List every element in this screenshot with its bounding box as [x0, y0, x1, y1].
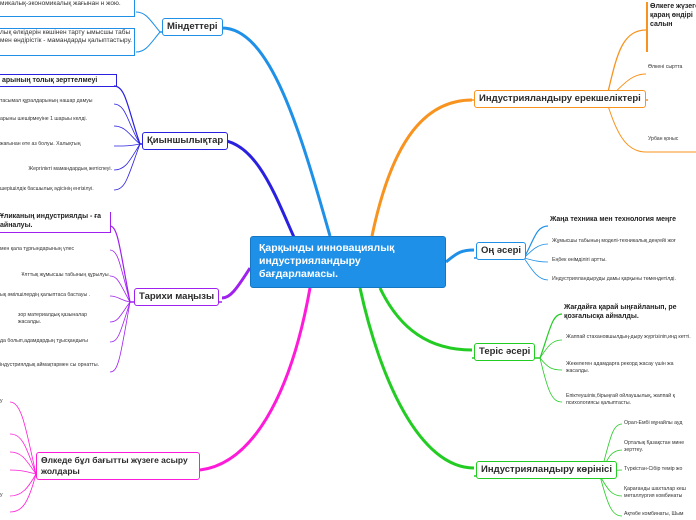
topic-features[interactable]: Индустрияландыру ерекшеліктері	[474, 90, 646, 108]
history-item-2[interactable]: мен қала тұрғындарының үлес	[0, 246, 75, 252]
history-item-3[interactable]: Ұлттық жұмысшы табының құрылуы.	[21, 272, 110, 278]
positive-item-4[interactable]: Индустрияландыруды дамы қарқыны төмендет…	[552, 276, 676, 282]
difficulty-item-6[interactable]: шерішілдік басшылық әдісінің енгізілуі.	[0, 186, 94, 192]
direction-item-6[interactable]: у	[0, 492, 3, 498]
history-item-4[interactable]: ық әмілшілердің қалыптаса бастауы .	[0, 292, 91, 298]
history-item-6[interactable]: да болып,адамдардың тұысқандығы	[0, 338, 88, 344]
connector-history	[221, 267, 252, 300]
history-item-5[interactable]: зор материалдық қазыналар жасалды.	[18, 312, 87, 325]
difficulty-item-3[interactable]: арыны шешірмеуіне 1 шарыы келді.	[0, 116, 87, 122]
direction-item-1[interactable]: у	[0, 398, 3, 404]
topic-tasks[interactable]: Міндеттері	[162, 18, 223, 36]
topic-negative[interactable]: Теріс әсері	[474, 343, 536, 361]
connector-negative	[378, 287, 473, 352]
negative-item-3[interactable]: Жекелеген адамдарға рекорд жасау үшін жа…	[566, 361, 674, 374]
history-item-7[interactable]: індустриялдық аймақтармен сы орнатты.	[0, 362, 100, 368]
map-item-4[interactable]: Қарағанды шахталар кеш металлургия комби…	[624, 486, 686, 499]
feature-item-2[interactable]: Өлкені сыртта	[648, 64, 683, 70]
topic-map[interactable]: Индустрияландыру көрінісі	[476, 461, 617, 479]
history-item-1[interactable]: Ұликаның индустриялды - ға айналуы.	[0, 212, 111, 233]
connector-positive	[445, 248, 475, 264]
map-item-3[interactable]: Түркістан-Сібір темір жо	[624, 466, 683, 472]
feature-item-1[interactable]: Өлкеге жүзеге қараң өндірі салын	[646, 2, 696, 52]
map-item-1[interactable]: Орал-Ембі мұнайлы ауд	[624, 420, 683, 426]
topic-positive[interactable]: Оң әсері	[476, 242, 527, 260]
difficulty-item-1[interactable]: арының толық зерттелмеуі	[0, 74, 117, 87]
negative-item-2[interactable]: Жаппай стахановшылдың-дыру жүргізіліп,ин…	[566, 334, 691, 340]
map-item-5[interactable]: Ақтөбе комбинаты, Шым	[624, 511, 684, 517]
connector-features	[370, 98, 473, 237]
positive-item-2[interactable]: Жұмысшы табының моделі-техникалық деңгей…	[552, 238, 676, 244]
task-item-1[interactable]: микалық-экономикалық жағынан н жою.	[0, 0, 135, 17]
difficulty-item-4[interactable]: жағынан өте аз болуы. Халықтың	[0, 141, 81, 147]
negative-item-1[interactable]: Жағдайға қарай ыңғайланып, ре қозғалысқа…	[564, 304, 677, 320]
positive-item-3[interactable]: Еңбек өнімділігі артты.	[552, 257, 607, 263]
task-item-2[interactable]: лық өлкідерін көшінен тарту ымысшы табы …	[0, 28, 135, 56]
negative-item-4[interactable]: Епіктеушілік,бірыңғай ойлаушылық, жаппай…	[566, 393, 675, 406]
central-topic[interactable]: Қарқынды инновациялық индустрияландыру б…	[250, 236, 446, 288]
connector-directions	[199, 287, 312, 472]
connector-tasks	[221, 26, 332, 237]
connector-map	[358, 287, 475, 470]
difficulty-item-2[interactable]: тасымал құралдарының нашар дамуы	[0, 98, 93, 104]
difficulty-item-5[interactable]: Жергілікті мамандардың жетіспеуі.	[28, 166, 112, 172]
connector-difficulties	[217, 138, 302, 251]
topic-directions[interactable]: Өлкеде бұл бағытты жүзеге асыру жолдары	[36, 452, 200, 480]
positive-item-1[interactable]: Жаңа техника мен технология меңге	[550, 216, 677, 223]
topic-history[interactable]: Тарихи маңызы	[134, 288, 220, 306]
feature-item-3[interactable]: Урбан қоныс	[648, 136, 679, 142]
topic-difficulties[interactable]: Қиыншылықтар	[142, 132, 229, 150]
map-item-2[interactable]: Орталық Қазақстан мине зерттеу.	[624, 440, 685, 453]
